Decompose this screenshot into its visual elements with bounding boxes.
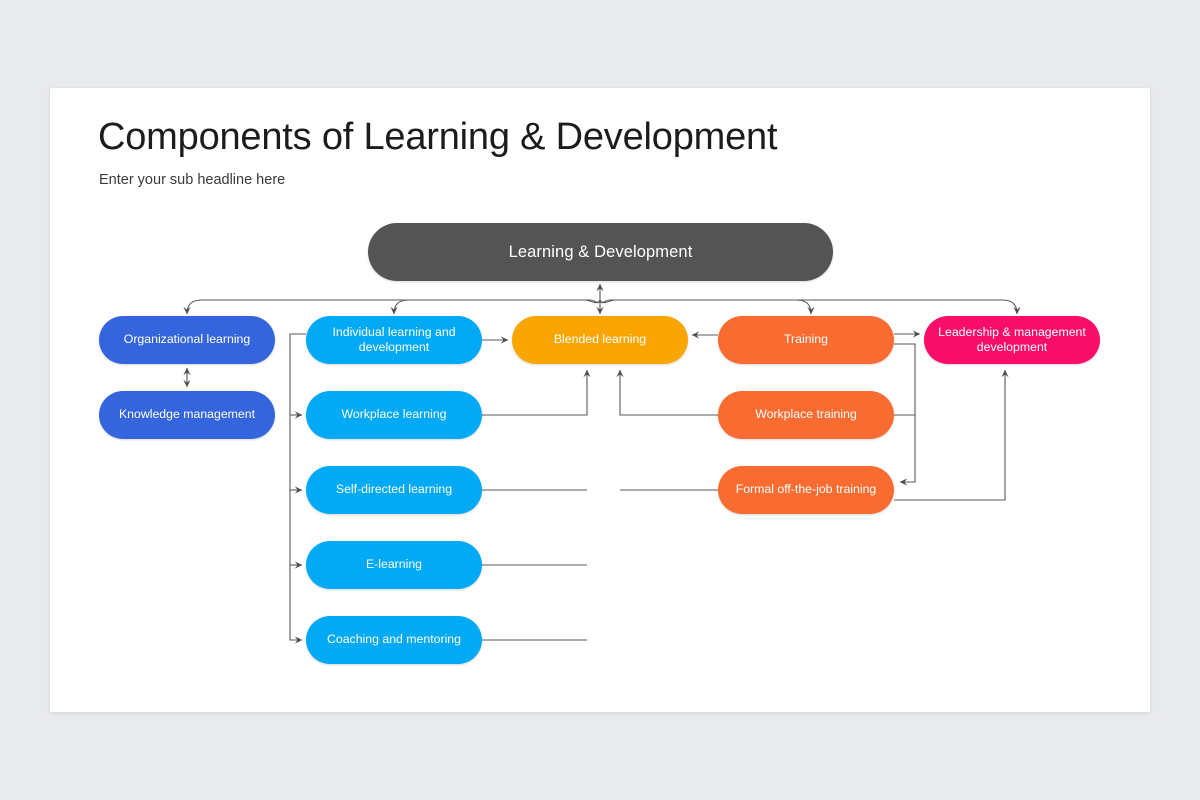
node-workplace-training[interactable]: Workplace training bbox=[718, 391, 894, 439]
node-label: Workplace training bbox=[755, 407, 857, 422]
node-label: E-learning bbox=[365, 557, 423, 572]
node-label: Training bbox=[784, 332, 828, 347]
node-knowledge-management[interactable]: Knowledge management bbox=[99, 391, 275, 439]
node-label: Knowledge management bbox=[118, 407, 256, 422]
node-coaching-and-mentoring[interactable]: Coaching and mentoring bbox=[306, 616, 482, 664]
slide-canvas: Components of Learning & Development Ent… bbox=[50, 88, 1150, 712]
node-workplace-learning[interactable]: Workplace learning bbox=[306, 391, 482, 439]
node-leadership-management-development[interactable]: Leadership & management development bbox=[924, 316, 1100, 364]
node-training[interactable]: Training bbox=[718, 316, 894, 364]
learning-development-diagram: Learning & Development Organizational le… bbox=[50, 88, 1150, 712]
node-label: Self-directed learning bbox=[335, 482, 453, 497]
node-learning-development[interactable]: Learning & Development bbox=[368, 223, 833, 281]
node-label: Leadership & management development bbox=[938, 324, 1086, 354]
node-label: Organizational learning bbox=[123, 332, 251, 347]
node-formal-off-the-job-training[interactable]: Formal off-the-job training bbox=[718, 466, 894, 514]
node-label: Blended learning bbox=[553, 332, 647, 347]
node-blended-learning[interactable]: Blended learning bbox=[512, 316, 688, 364]
node-organizational-learning[interactable]: Organizational learning bbox=[99, 316, 275, 364]
node-e-learning[interactable]: E-learning bbox=[306, 541, 482, 589]
node-label: Learning & Development bbox=[508, 242, 693, 261]
node-label: Formal off-the-job training bbox=[735, 482, 877, 497]
node-label: Individual learning and development bbox=[332, 324, 456, 354]
node-label: Coaching and mentoring bbox=[327, 632, 461, 647]
node-self-directed-learning[interactable]: Self-directed learning bbox=[306, 466, 482, 514]
node-individual-learning-and-development[interactable]: Individual learning and development bbox=[306, 316, 482, 364]
node-label: Workplace learning bbox=[341, 407, 447, 422]
page-subtitle: Enter your sub headline here bbox=[99, 172, 286, 188]
page-title: Components of Learning & Development bbox=[98, 116, 778, 158]
